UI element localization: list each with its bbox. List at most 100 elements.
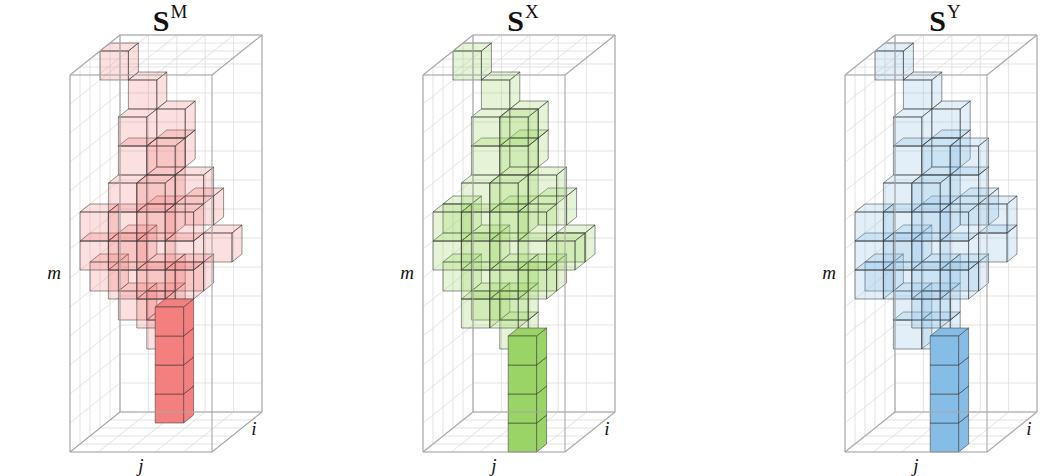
voxel-face	[930, 394, 958, 423]
grid-line	[120, 35, 121, 412]
grid-line	[423, 383, 473, 423]
grid-line	[895, 412, 1037, 413]
box-edge	[472, 35, 473, 412]
grid-line	[423, 93, 473, 133]
box-edge	[565, 412, 615, 452]
voxel-face	[137, 212, 165, 241]
voxel-face	[508, 394, 536, 423]
grid-line	[845, 452, 987, 453]
voxel-face	[855, 212, 883, 241]
grid-line	[184, 412, 234, 452]
grid-line	[508, 35, 558, 75]
voxel-face	[118, 117, 146, 146]
voxel-face	[930, 336, 958, 365]
box-edge	[845, 74, 987, 75]
title-superscript: X	[525, 1, 539, 22]
box-edge	[70, 451, 212, 452]
grid-line	[70, 325, 120, 365]
voxel-face	[893, 109, 931, 117]
box-edge	[422, 75, 423, 452]
voxel-face	[137, 241, 165, 270]
grid-line	[959, 412, 1009, 452]
grid-line	[855, 444, 997, 445]
box-edge	[69, 75, 70, 452]
box-edge	[986, 75, 987, 452]
grid-line	[895, 35, 896, 412]
box-edge	[212, 35, 262, 75]
voxel-face	[490, 270, 518, 299]
voxel-face	[500, 146, 528, 175]
axis-label: j	[491, 456, 496, 475]
grid-line	[70, 412, 120, 452]
grid-line	[70, 452, 212, 453]
grid-line	[451, 412, 501, 452]
axis-label: j	[913, 456, 918, 475]
voxel-face	[883, 212, 911, 241]
voxel-face	[883, 183, 911, 212]
voxel-face	[930, 423, 958, 452]
axis-label: m	[47, 263, 61, 282]
grid-line	[845, 412, 895, 452]
grid-line	[895, 35, 1037, 36]
grid-line	[233, 35, 234, 412]
voxel-face	[155, 336, 183, 365]
grid-line	[155, 35, 205, 75]
voxel-face	[518, 241, 546, 270]
box-edge	[70, 74, 212, 75]
voxel-face	[175, 175, 203, 204]
box-edge	[423, 451, 565, 452]
box-edge	[895, 411, 1037, 412]
panel-title: SY	[929, 6, 960, 36]
box-edge	[844, 75, 845, 452]
voxel-face	[108, 212, 136, 241]
voxel-face	[461, 241, 489, 270]
voxel-face	[855, 270, 883, 299]
grid-line	[845, 412, 895, 452]
voxel-face	[137, 270, 165, 299]
voxel-face	[547, 241, 575, 270]
voxel-face	[490, 212, 518, 241]
axis-label: m	[400, 263, 414, 282]
voxel-face	[940, 212, 968, 241]
panel-title: SM	[153, 6, 188, 36]
grid-line	[212, 412, 262, 452]
voxel-face	[165, 270, 193, 299]
box-edge	[473, 34, 615, 35]
voxel-face	[518, 212, 546, 241]
voxel-face	[508, 336, 536, 365]
grid-line	[212, 35, 262, 75]
voxel-face	[490, 299, 518, 328]
box-edge	[261, 35, 262, 412]
grid-line	[80, 444, 222, 445]
voxel-face	[518, 270, 546, 299]
box-edge	[845, 451, 987, 452]
grid-line	[845, 75, 987, 76]
voxel-face	[893, 146, 921, 175]
voxel-face	[875, 51, 903, 80]
box-edge	[120, 34, 262, 35]
grid-line	[70, 296, 120, 336]
voxel-face	[471, 146, 499, 175]
box-edge	[212, 412, 262, 452]
grid-line	[930, 35, 980, 75]
grid-line	[120, 35, 262, 36]
box-edge	[895, 34, 1037, 35]
grid-line	[70, 75, 212, 76]
grid-line	[845, 354, 895, 394]
voxel-face	[453, 51, 481, 80]
voxel-face	[903, 80, 931, 109]
grid-line	[433, 444, 575, 445]
voxel-face	[461, 270, 489, 299]
grid-line	[100, 428, 242, 429]
box-edge	[211, 75, 212, 452]
box-edge	[1036, 35, 1037, 412]
voxel-face	[165, 212, 193, 241]
voxel-face	[893, 117, 921, 146]
grid-line	[615, 35, 616, 412]
box-edge	[70, 35, 120, 75]
voxel-face	[950, 146, 978, 175]
grid-line	[873, 412, 923, 452]
voxel-face	[883, 241, 911, 270]
voxel-face	[204, 233, 232, 262]
